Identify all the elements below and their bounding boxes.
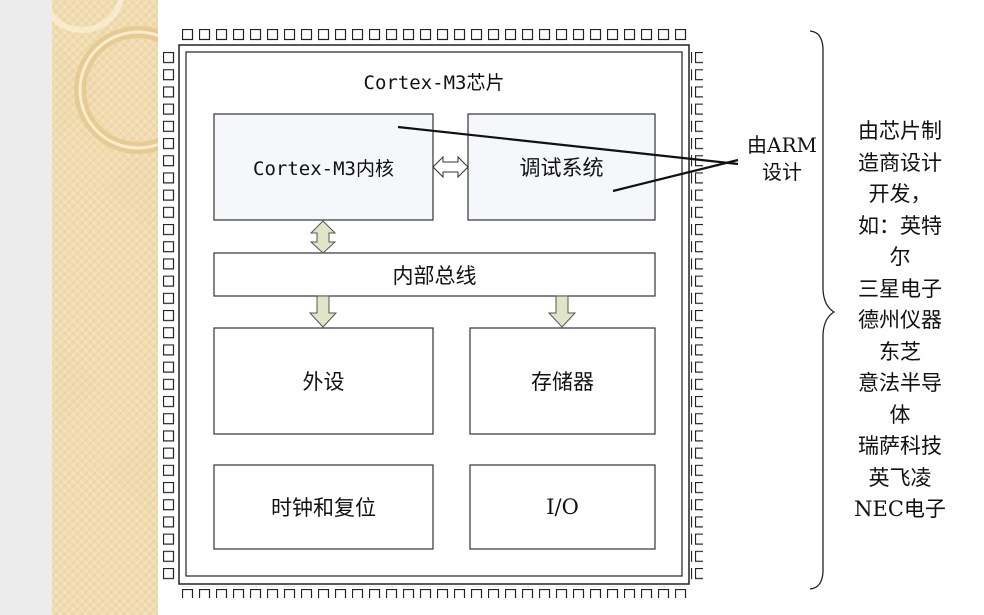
chip-title: Cortex-M3芯片 (363, 71, 505, 94)
io-label: I/O (546, 495, 579, 519)
manufacturer-annotation: 由芯片制 造商设计 开发， 如：英特 尔 三星电子 德州仪器 东芝 意法半导 体… (840, 116, 960, 526)
memory-label: 存储器 (531, 370, 594, 394)
arm-design-line: 设计 (762, 160, 802, 184)
arm-callout-line-debug (612, 158, 739, 193)
debug-block (467, 113, 656, 221)
manufacturer-line: NEC电子 (854, 497, 946, 521)
manufacturer-brace (809, 30, 836, 590)
manufacturer-line: 造商设计 (858, 150, 942, 175)
decorative-stripe (52, 0, 158, 615)
io-block (469, 464, 656, 550)
bus-label: 内部总线 (392, 263, 477, 288)
debug-label: 调试系统 (519, 156, 604, 180)
manufacturer-line: 由芯片制 (858, 119, 942, 143)
bus-memory-arrow (547, 295, 577, 328)
core-debug-double-arrow (432, 155, 469, 179)
peripheral-label: 外设 (302, 370, 345, 394)
manufacturer-line: 开发， (868, 182, 932, 206)
bus-peripheral-arrow (308, 295, 338, 328)
memory-block (469, 327, 656, 435)
core-bus-double-arrow (309, 220, 337, 254)
left-pins (163, 52, 175, 580)
manufacturer-line: 三星电子 (858, 276, 942, 301)
bus-block (213, 252, 656, 297)
manufacturer-line: 尔 (889, 245, 911, 269)
peripheral-block (213, 327, 434, 435)
arm-design-annotation: 由ARM 设计 (742, 132, 822, 186)
manufacturer-line: 如：英特 (858, 213, 942, 238)
left-margin-bar (0, 0, 52, 615)
decorative-rings (52, 0, 158, 154)
manufacturer-line: 瑞萨科技 (858, 434, 942, 458)
core-block (213, 113, 434, 221)
manufacturer-line: 德州仪器 (858, 308, 942, 332)
clock-reset-block (213, 464, 434, 550)
core-label: Cortex-M3内核 (253, 157, 394, 180)
manufacturer-line: 英飞凌 (868, 465, 932, 490)
manufacturer-line: 意法半导 (858, 371, 942, 395)
manufacturer-line: 体 (889, 402, 911, 427)
bottom-pins (182, 586, 692, 598)
right-pins (691, 52, 703, 580)
clock-reset-label: 时钟和复位 (271, 496, 376, 520)
manufacturer-line: 东芝 (879, 339, 921, 364)
arm-callout-line-core (397, 125, 739, 166)
top-pins (182, 29, 692, 41)
arm-design-line: 由ARM (747, 133, 817, 157)
